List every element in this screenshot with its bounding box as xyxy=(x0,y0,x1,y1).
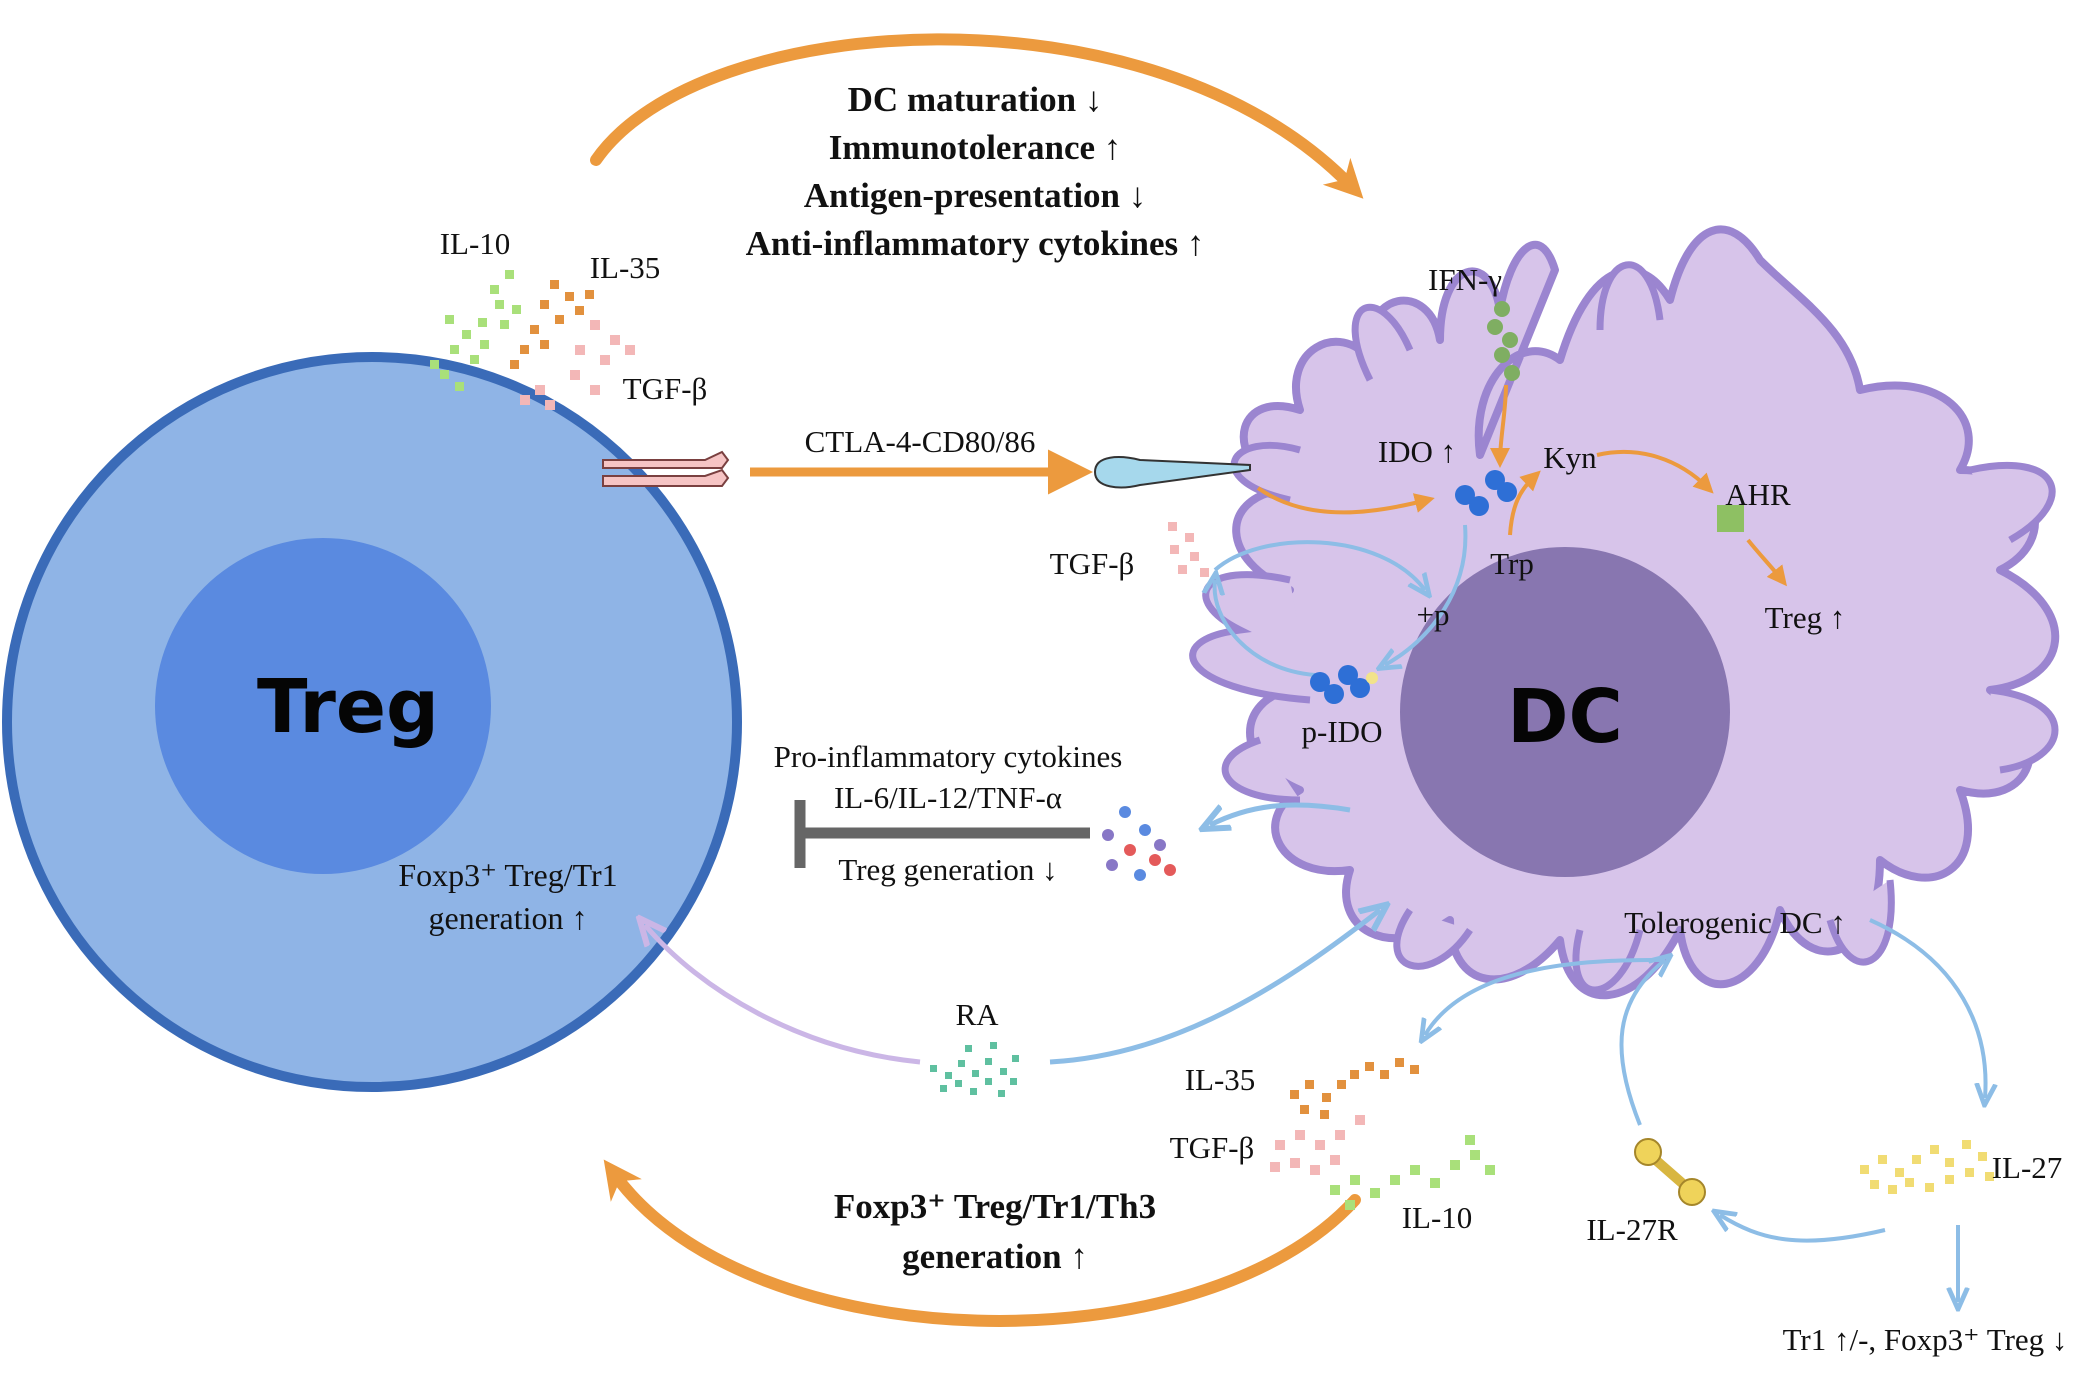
trp-to-kyn-arrow xyxy=(1508,470,1541,536)
treg-il35-label: IL-35 xyxy=(590,250,661,285)
treg-cytokine-cluster xyxy=(430,270,635,410)
ido-enzyme xyxy=(1455,470,1517,516)
ifng-label: IFN-γ xyxy=(1428,262,1502,297)
cd80-86-ligand xyxy=(1093,456,1251,489)
svg-text:Antigen-presentation ↓: Antigen-presentation ↓ xyxy=(804,176,1147,215)
ra-molecules xyxy=(930,1042,1019,1097)
tolerogenic-to-dc-arrow xyxy=(1619,960,1665,1126)
dc-tgfb-label: TGF-β xyxy=(1050,546,1135,581)
kyn-label: Kyn xyxy=(1543,440,1597,475)
cd80-to-ido-arrow xyxy=(1256,486,1435,515)
treg-label: Treg xyxy=(257,664,439,750)
dc-tgfb2-label: TGF-β xyxy=(1170,1130,1255,1165)
dc-to-ra-arrow xyxy=(1049,910,1380,1065)
dc-to-inhibition-arrow xyxy=(1210,802,1351,825)
svg-text:generation ↑: generation ↑ xyxy=(902,1237,1088,1276)
treg-cell: Treg Foxp3⁺ Treg/Tr1 generation ↑ xyxy=(2,352,742,1092)
kyn-to-ahr-arrow xyxy=(1596,450,1714,494)
treg-tgfb-label: TGF-β xyxy=(623,371,708,406)
svg-text:DC maturation ↓: DC maturation ↓ xyxy=(848,80,1103,119)
ctla4-label: CTLA-4-CD80/86 xyxy=(805,424,1036,459)
dc-tgfb-molecules xyxy=(1168,522,1209,577)
il27r-label: IL-27R xyxy=(1586,1212,1678,1247)
treg-generation-down-label: Treg generation ↓ xyxy=(838,852,1057,887)
ra-label: RA xyxy=(955,997,999,1032)
trp-label: Trp xyxy=(1490,546,1534,581)
pido-to-tgfb-loop xyxy=(1215,580,1316,677)
ahr-label: AHR xyxy=(1725,477,1791,512)
tolerogenic-to-il27-arrow xyxy=(1869,918,1986,1098)
ifng-molecules xyxy=(1487,301,1520,381)
il27-molecules xyxy=(1860,1140,1994,1194)
ido-to-pido-arrow xyxy=(1385,524,1468,665)
bottom-curved-arrow xyxy=(603,1159,1361,1327)
tolerogenic-to-cytokines-arrow xyxy=(1425,958,1666,1035)
dc-il10-label: IL-10 xyxy=(1402,1200,1473,1235)
svg-text:Foxp3⁺ Treg/Tr1/Th3: Foxp3⁺ Treg/Tr1/Th3 xyxy=(834,1187,1156,1226)
phosphorylation-label: +p xyxy=(1417,597,1450,632)
tgfb-to-ido-loop xyxy=(1213,540,1425,590)
tolerogenic-dc-label: Tolerogenic DC ↑ xyxy=(1624,905,1846,940)
proinflammatory-line1: Pro-inflammatory cytokines xyxy=(774,739,1123,774)
il27-label: IL-27 xyxy=(1992,1150,2063,1185)
foxp3-generation-line1: Foxp3⁺ Treg/Tr1 xyxy=(398,857,617,893)
bottom-arrow-text: Foxp3⁺ Treg/Tr1/Th3 generation ↑ xyxy=(834,1187,1156,1276)
dc-cell: DC xyxy=(1189,225,2059,999)
treg-il10-label: IL-10 xyxy=(440,226,511,261)
ctla4-receptor xyxy=(602,450,730,487)
ifng-arrow xyxy=(1490,384,1511,468)
dc-nucleus xyxy=(1400,547,1730,877)
proinflammatory-molecules xyxy=(1102,806,1176,881)
svg-text:Immunotolerance ↑: Immunotolerance ↑ xyxy=(829,128,1122,167)
ahr-to-treg-arrow xyxy=(1746,538,1787,587)
il27-receptor xyxy=(1634,1138,1706,1206)
tr1-foxp3-effect-label: Tr1 ↑/-, Foxp3⁺ Treg ↓ xyxy=(1783,1322,2068,1357)
dc-treg-up-label: Treg ↑ xyxy=(1765,600,1846,635)
ahr-receptor xyxy=(1717,505,1744,532)
svg-text:Anti-inflammatory cytokines ↑: Anti-inflammatory cytokines ↑ xyxy=(746,224,1205,263)
ido-label: IDO ↑ xyxy=(1378,434,1456,469)
p-ido-enzyme xyxy=(1310,665,1378,704)
proinflammatory-line2: IL-6/IL-12/TNF-α xyxy=(834,780,1062,815)
top-curved-arrow xyxy=(590,33,1364,199)
dc-bottom-cytokine-cluster xyxy=(1270,1058,1495,1210)
il27-to-receptor-arrow xyxy=(1720,1215,1886,1243)
dc-label: DC xyxy=(1507,674,1623,760)
treg-nucleus xyxy=(155,538,491,874)
p-ido-label: p-IDO xyxy=(1302,714,1383,749)
foxp3-generation-line2: generation ↑ xyxy=(428,900,587,936)
ra-to-treg-arrow xyxy=(645,925,921,1065)
dc-il35-label: IL-35 xyxy=(1185,1062,1256,1097)
top-arrow-text: DC maturation ↓ Immunotolerance ↑ Antige… xyxy=(746,80,1205,263)
